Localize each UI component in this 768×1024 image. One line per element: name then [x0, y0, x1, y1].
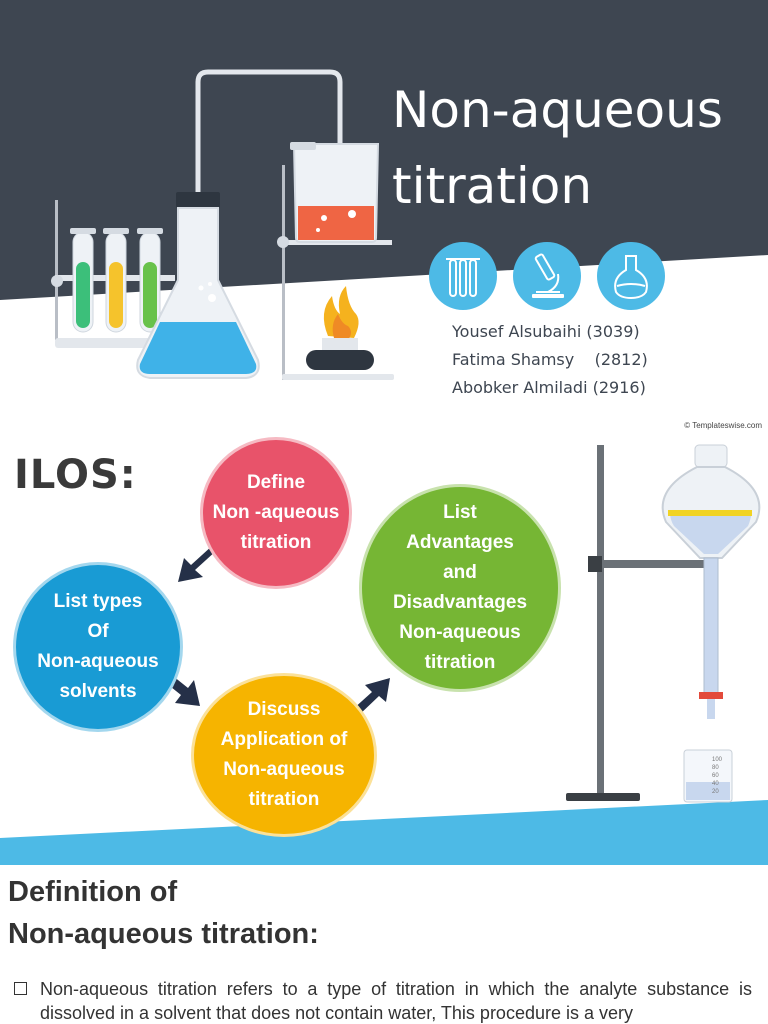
author-3: Abobker Almiladi (2916) [452, 378, 646, 397]
objective-advantages-text: List Advantages and Disadvantages Non-aq… [392, 502, 528, 673]
flask-icon [597, 242, 665, 310]
objective-advantages: List Advantages and Disadvantages Non-aq… [359, 484, 561, 692]
author-list: Yousef Alsubaihi (3039) Fatima Shamsy (2… [452, 318, 648, 400]
definition-heading-line-2: Non-aqueous titration: [8, 918, 319, 950]
objective-discuss-application: Discuss Application of Non-aqueous titra… [191, 673, 377, 837]
definition-bullet: Non-aqueous titration refers to a type o… [10, 977, 752, 1024]
beaker-scale-4: 40 [712, 781, 719, 787]
objective-define: Define Non -aqueous titration [200, 437, 352, 589]
title-line-2: titration [392, 157, 593, 215]
ilos-slide-background: 100 80 60 40 20 [0, 444, 768, 865]
author-1: Yousef Alsubaihi (3039) [452, 322, 640, 341]
definition-slide: Definition of Non-aqueous titration: Non… [0, 865, 768, 1024]
title-slide-background [0, 0, 768, 380]
objective-list-solvents-text: List types Of Non-aqueous solvents [37, 591, 159, 702]
burner-illustration [306, 286, 374, 370]
title-line-1: Non-aqueous [392, 81, 723, 139]
ilos-slide: 100 80 60 40 20 © Templateswise.com ILOS… [0, 400, 768, 865]
separating-funnel-illustration: 100 80 60 40 20 [566, 444, 761, 803]
beaker-stand-illustration [277, 142, 394, 380]
definition-bullet-text: Non-aqueous titration refers to a type o… [40, 979, 752, 1023]
erlenmeyer-flask-illustration [136, 192, 260, 379]
beaker-scale-3: 60 [712, 773, 719, 779]
beaker-scale-2: 80 [712, 765, 719, 771]
microscope-icon [513, 242, 581, 310]
objective-define-text: Define Non -aqueous titration [212, 472, 340, 553]
test-tubes-icon [429, 242, 497, 310]
title-slide: Non-aqueous titration Yousef Alsubaihi (… [0, 0, 768, 400]
test-tube-rack-illustration [51, 200, 180, 348]
definition-heading: Definition of Non-aqueous titration: [8, 871, 319, 955]
presentation-title: Non-aqueous titration [392, 72, 723, 224]
definition-heading-line-1: Definition of [8, 876, 178, 908]
checkbox-bullet-icon [14, 982, 27, 995]
objective-list-solvents: List types Of Non-aqueous solvents [13, 562, 183, 732]
icon-row [429, 242, 665, 310]
template-credit: © Templateswise.com [684, 421, 762, 430]
objective-discuss-application-text: Discuss Application of Non-aqueous titra… [220, 699, 348, 810]
author-2: Fatima Shamsy (2812) [452, 350, 648, 369]
beaker-scale-1: 100 [712, 757, 723, 763]
bottom-accent-band [0, 800, 768, 865]
ilos-heading: ILOS: [14, 452, 137, 498]
beaker-scale-5: 20 [712, 789, 719, 795]
